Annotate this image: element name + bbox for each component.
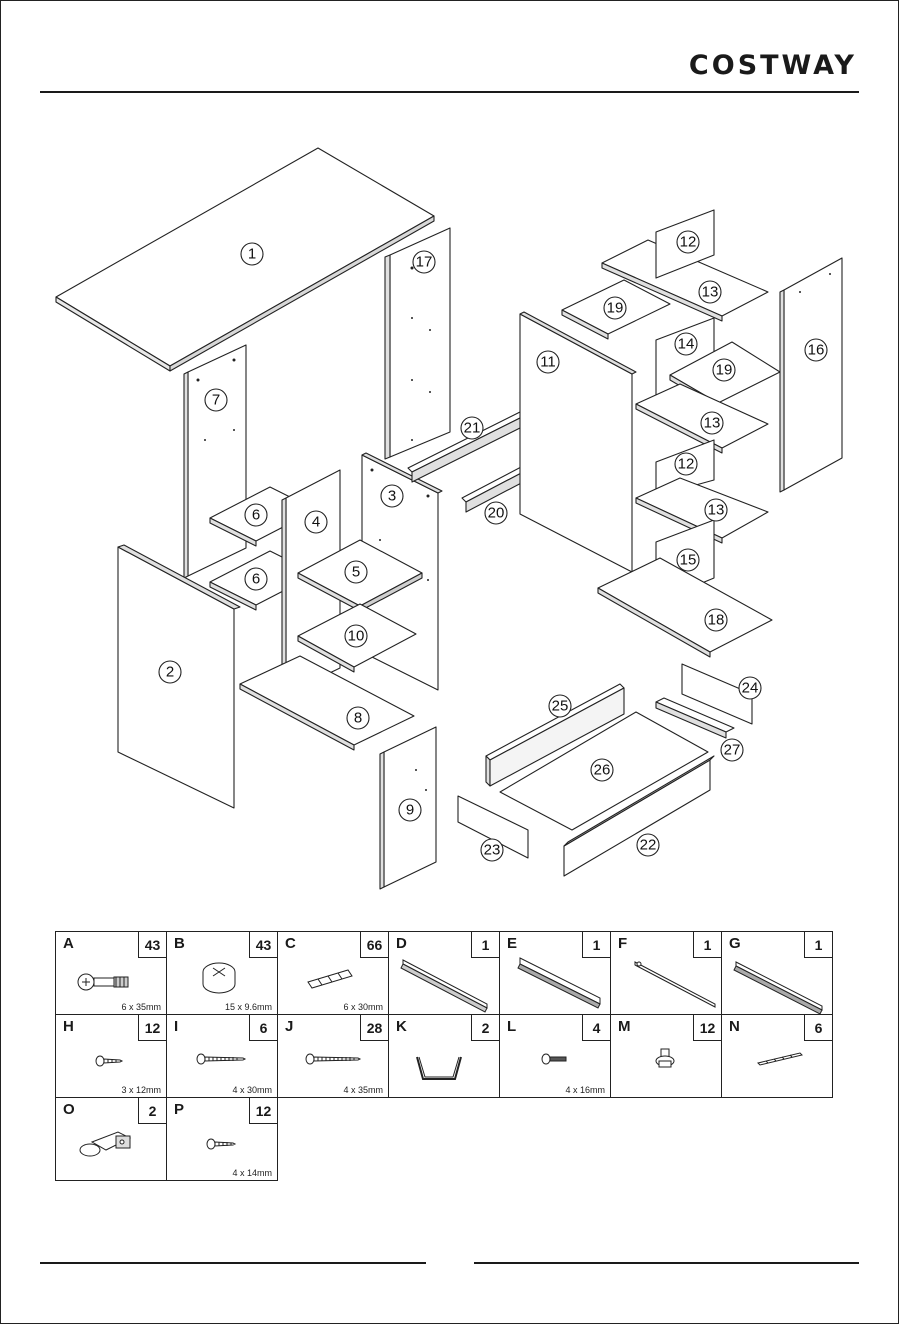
hardware-cell-a: A 43 6 x 35mm — [55, 931, 167, 1015]
hardware-cell-o: O 2 — [55, 1097, 167, 1181]
drawer-slide-icon — [722, 932, 834, 1016]
hardware-cell-f: F 1 — [610, 931, 722, 1015]
shelf-pin-icon — [611, 1015, 723, 1099]
hardware-size: 4 x 35mm — [343, 1085, 383, 1095]
part-label: 10 — [348, 628, 365, 645]
part-label: 27 — [724, 742, 741, 759]
part-label: 26 — [594, 762, 611, 779]
hardware-cell-g: G 1 — [721, 931, 833, 1015]
drawer-handle-icon — [389, 1015, 501, 1099]
hardware-cell-l: L 4 4 x 16mm — [499, 1014, 611, 1098]
hardware-cell-m: M 12 — [610, 1014, 722, 1098]
part-label: 21 — [464, 420, 481, 437]
hardware-cell-b: B 43 15 x 9.6mm — [166, 931, 278, 1015]
hardware-size: 4 x 14mm — [232, 1168, 272, 1178]
part-label: 13 — [708, 502, 725, 519]
hardware-cell-d: D 1 — [388, 931, 500, 1015]
part-label: 9 — [406, 802, 414, 819]
part-label: 11 — [540, 354, 556, 371]
part-label: 18 — [708, 612, 725, 629]
part-label: 6 — [252, 507, 260, 524]
hardware-cell-c: C 66 6 x 30mm — [277, 931, 389, 1015]
part-label: 14 — [678, 336, 695, 353]
part-label: 2 — [166, 664, 174, 681]
hardware-cell-n: N 6 — [721, 1014, 833, 1098]
part-label: 1 — [248, 246, 256, 263]
part-label: 12 — [680, 234, 697, 251]
drawer-slide-icon — [389, 932, 501, 1016]
footer-rule-left — [40, 1262, 426, 1264]
hardware-cell-i: I 6 4 x 30mm — [166, 1014, 278, 1098]
part-label: 7 — [212, 392, 220, 409]
part-label: 23 — [484, 842, 501, 859]
hardware-cell-k: K 2 — [388, 1014, 500, 1098]
part-label: 22 — [640, 837, 657, 854]
hardware-size: 15 x 9.6mm — [225, 1002, 272, 1012]
part-label: 20 — [488, 505, 505, 522]
drawer-slide-icon — [500, 932, 612, 1016]
hardware-size: 4 x 30mm — [232, 1085, 272, 1095]
hardware-cell-e: E 1 — [499, 931, 611, 1015]
part-label: 3 — [388, 488, 396, 505]
hardware-cell-p: P 12 4 x 14mm — [166, 1097, 278, 1181]
part-label: 4 — [312, 514, 320, 531]
part-label: 17 — [416, 254, 433, 271]
part-label: 6 — [252, 571, 260, 588]
hardware-cell-j: J 28 4 x 35mm — [277, 1014, 389, 1098]
part-label: 13 — [702, 284, 719, 301]
panel-11 — [520, 314, 632, 572]
part-label: 12 — [678, 456, 695, 473]
hardware-size: 4 x 16mm — [565, 1085, 605, 1095]
part-label: 24 — [742, 680, 759, 697]
hardware-size: 6 x 30mm — [343, 1002, 383, 1012]
part-label: 5 — [352, 564, 360, 581]
part-label: 25 — [552, 698, 569, 715]
hinge-icon — [56, 1098, 168, 1182]
hardware-cell-h: H 12 3 x 12mm — [55, 1014, 167, 1098]
part-label: 8 — [354, 710, 362, 727]
part-label: 15 — [680, 552, 697, 569]
part-label: 19 — [716, 362, 733, 379]
drawer-slide-icon — [611, 932, 723, 1016]
hardware-size: 6 x 35mm — [121, 1002, 161, 1012]
panel-16 — [784, 258, 842, 490]
part-label: 19 — [607, 300, 624, 317]
part-label: 16 — [808, 342, 825, 359]
hardware-size: 3 x 12mm — [121, 1085, 161, 1095]
footer-rule-right — [474, 1262, 859, 1264]
part-label: 13 — [704, 415, 721, 432]
drill-bit-icon — [722, 1015, 834, 1099]
